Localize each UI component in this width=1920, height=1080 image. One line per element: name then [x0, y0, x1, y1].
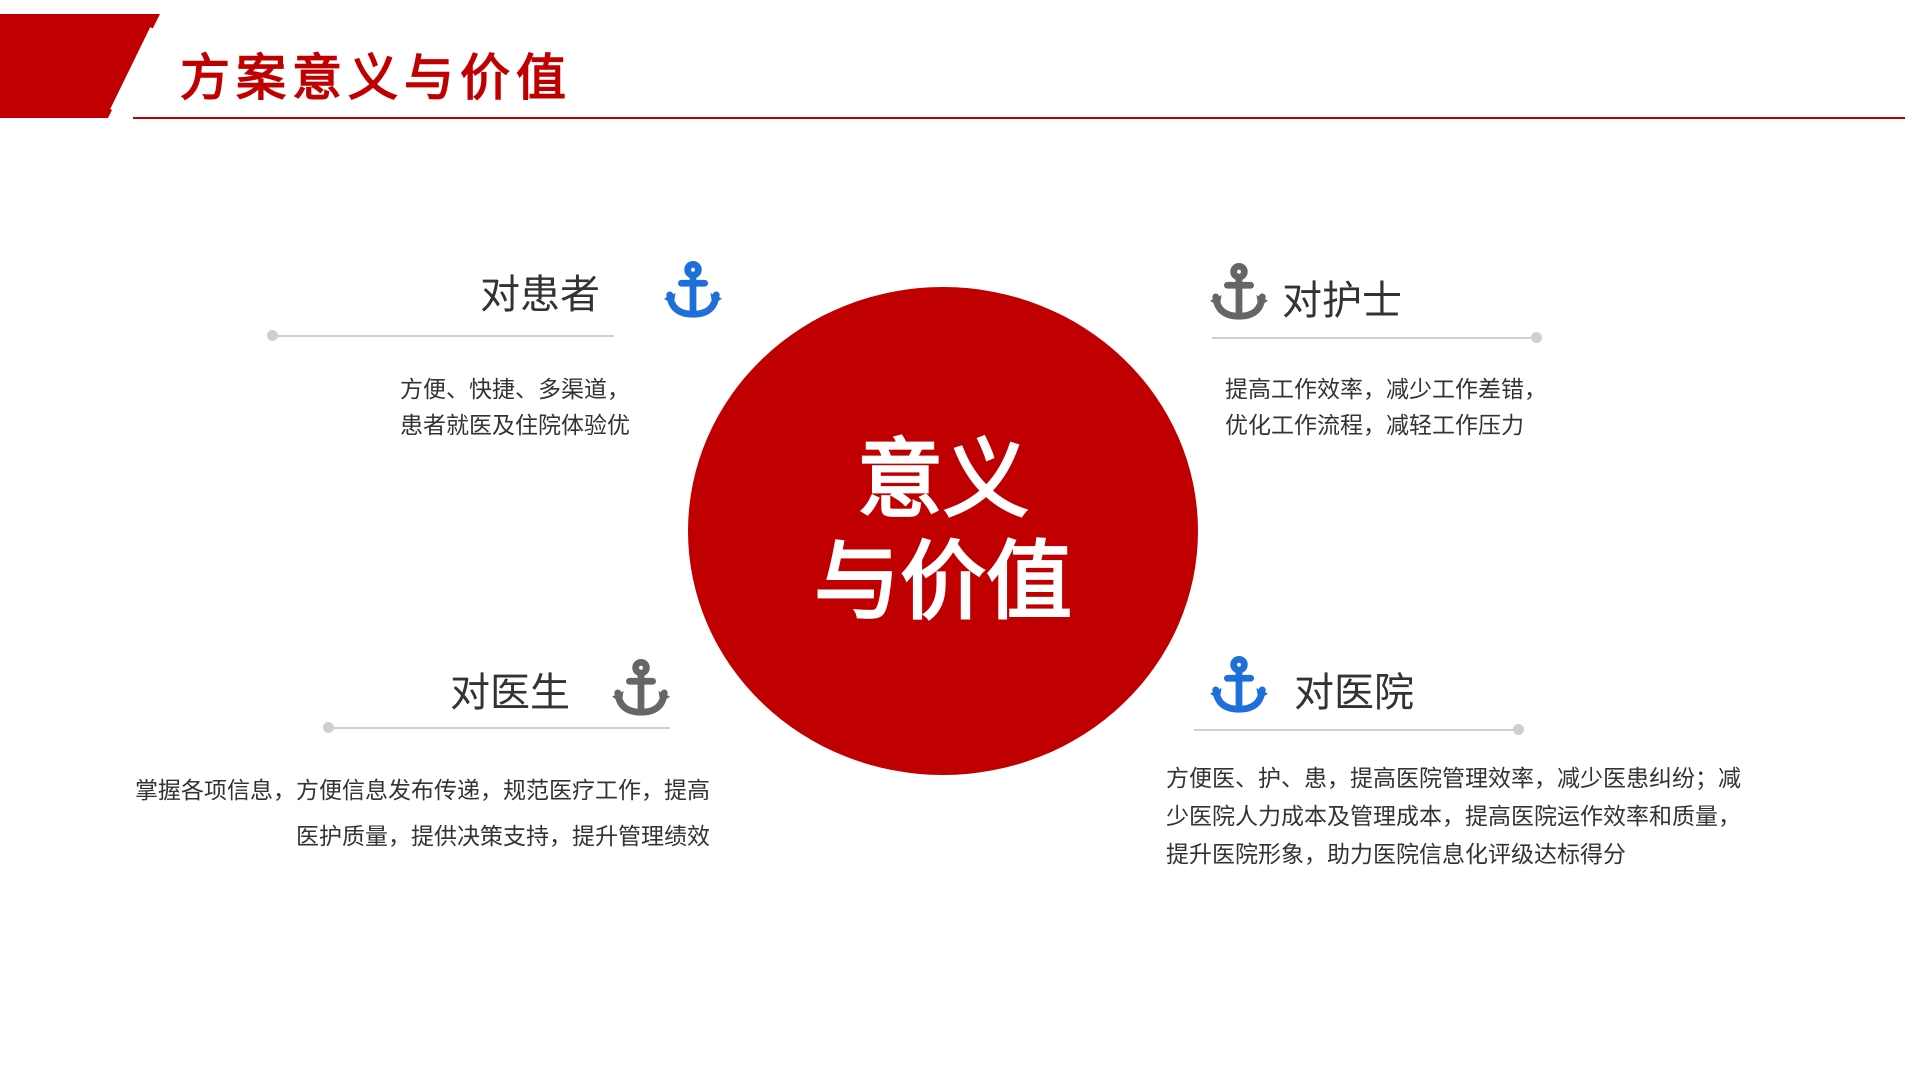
section-title-nurse: 对护士: [1282, 278, 1402, 324]
header-tab-shape: [0, 14, 160, 118]
line-dot: [1531, 332, 1542, 343]
center-label: 意义 与价值: [688, 287, 1198, 775]
anchor-icon: [611, 658, 671, 716]
section-desc-patient: 方便、快捷、多渠道， 患者就医及住院体验优: [330, 372, 630, 444]
desc-line: 方便医、护、患，提高医院管理效率，减少医患纠纷；减: [1166, 766, 1741, 792]
section-title-hospital: 对医院: [1294, 670, 1414, 716]
section-line-doctor: [328, 727, 670, 729]
header-divider: [133, 117, 1905, 119]
desc-line: 提高工作效率，减少工作差错，: [1225, 377, 1547, 403]
desc-line: 医护质量，提供决策支持，提升管理绩效: [296, 824, 710, 850]
page-title: 方案意义与价值: [180, 49, 572, 107]
anchor-icon: [1209, 262, 1269, 320]
anchor-icon: [663, 260, 723, 318]
center-label-line2: 与价值: [814, 532, 1072, 632]
desc-line: 患者就医及住院体验优: [400, 413, 630, 439]
section-title-doctor: 对医生: [450, 670, 570, 716]
desc-line: 方便、快捷、多渠道，: [400, 377, 630, 403]
section-line-patient: [272, 335, 614, 337]
center-label-line1: 意义: [857, 430, 1029, 530]
section-title-patient: 对患者: [480, 272, 600, 318]
desc-line: 掌握各项信息，方便信息发布传递，规范医疗工作，提高: [135, 778, 710, 804]
desc-line: 优化工作流程，减轻工作压力: [1225, 413, 1524, 439]
section-desc-hospital: 方便医、护、患，提高医院管理效率，减少医患纠纷；减 少医院人力成本及管理成本，提…: [1166, 760, 1806, 874]
anchor-icon: [1209, 655, 1269, 713]
section-line-hospital: [1194, 729, 1518, 731]
section-desc-nurse: 提高工作效率，减少工作差错， 优化工作流程，减轻工作压力: [1225, 372, 1645, 444]
section-desc-doctor: 掌握各项信息，方便信息发布传递，规范医疗工作，提高 医护质量，提供决策支持，提升…: [90, 768, 710, 860]
center-circle: [688, 287, 1198, 775]
section-line-nurse: [1212, 337, 1536, 339]
desc-line: 少医院人力成本及管理成本，提高医院运作效率和质量，: [1166, 804, 1741, 830]
desc-line: 提升医院形象，助力医院信息化评级达标得分: [1166, 842, 1626, 868]
line-dot: [1513, 724, 1524, 735]
